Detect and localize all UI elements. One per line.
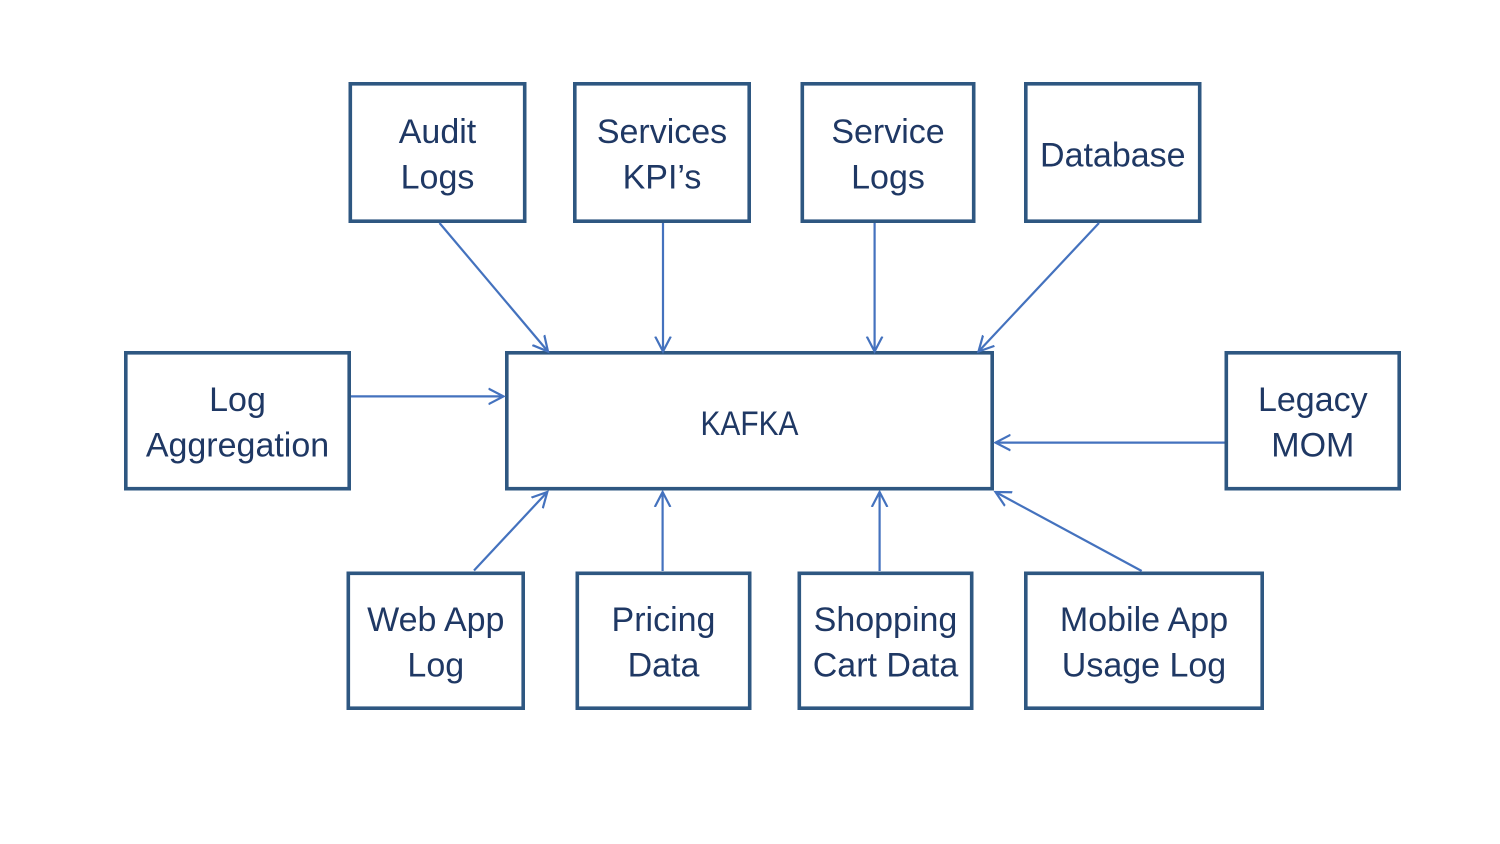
svg-text:Audit: Audit — [399, 113, 477, 151]
svg-text:Data: Data — [628, 647, 700, 685]
svg-text:Mobile App: Mobile App — [1060, 601, 1228, 639]
svg-text:Logs: Logs — [401, 158, 475, 196]
svg-text:Log: Log — [407, 647, 464, 685]
svg-text:Log: Log — [209, 381, 266, 419]
svg-text:Database: Database — [1040, 137, 1186, 175]
svg-text:Pricing: Pricing — [612, 601, 716, 639]
svg-text:Cart Data: Cart Data — [813, 647, 959, 685]
svg-text:KAFKA: KAFKA — [701, 405, 799, 443]
svg-text:Legacy: Legacy — [1258, 381, 1368, 419]
svg-text:Shopping: Shopping — [814, 601, 958, 639]
svg-text:KPI’s: KPI’s — [623, 158, 702, 196]
svg-text:Web App: Web App — [367, 601, 504, 639]
svg-text:Services: Services — [597, 113, 727, 151]
svg-text:Usage Log: Usage Log — [1062, 647, 1226, 685]
svg-text:Service: Service — [831, 113, 944, 151]
svg-text:MOM: MOM — [1271, 427, 1354, 465]
svg-text:Aggregation: Aggregation — [146, 427, 329, 465]
svg-text:Logs: Logs — [851, 158, 925, 196]
